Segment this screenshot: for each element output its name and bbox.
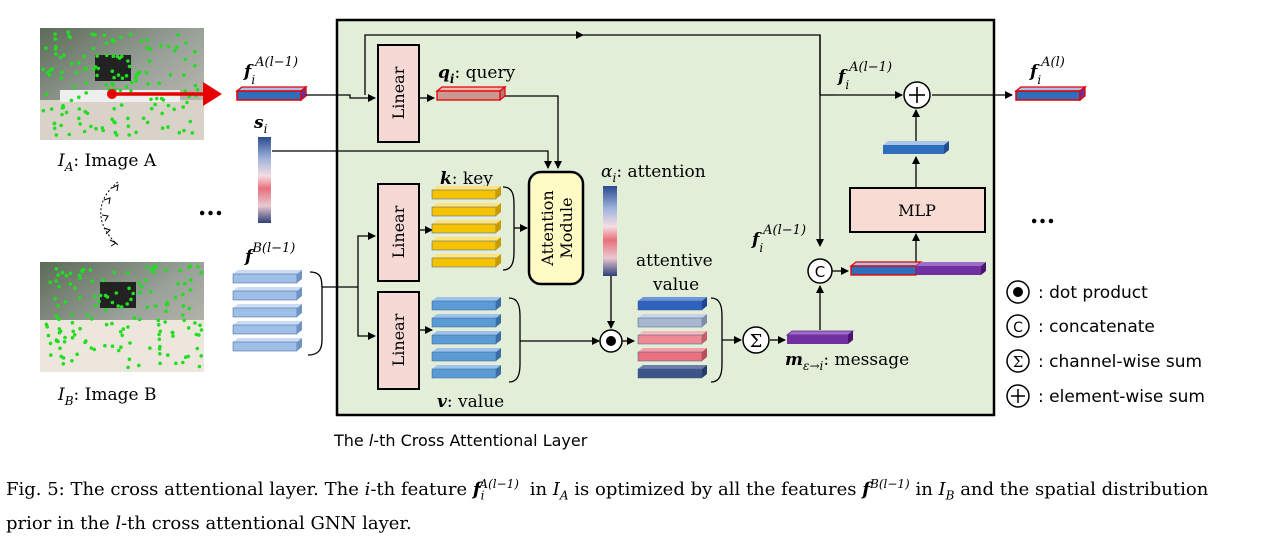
value-bar <box>431 297 501 311</box>
key-stack <box>431 186 501 268</box>
image-a-label: IA: Image A <box>57 151 157 174</box>
linear-v-block <box>377 291 420 390</box>
attention-label: αi: attention <box>601 162 706 185</box>
attention-module-line2: Module <box>557 197 576 258</box>
f-a-input-label: fiA(l−1) <box>243 55 298 87</box>
concat-operator <box>807 258 833 284</box>
attentive-value-stack <box>637 297 707 379</box>
key-bar <box>431 237 501 251</box>
key-bar <box>431 203 501 217</box>
ellipsis-right: ... <box>1030 200 1055 229</box>
figure-caption: Fig. 5: The cross attentional layer. The… <box>6 477 1215 534</box>
image-b-label: IB: Image B <box>57 385 157 408</box>
attentive-brace <box>710 297 723 383</box>
attentive-value-bar <box>637 331 707 345</box>
value-bar <box>431 348 501 362</box>
connection-lines <box>272 31 1013 345</box>
f-b-input-label: fB(l−1) <box>244 241 295 267</box>
f-b-bar <box>232 304 302 318</box>
legend-plus-text: : element-wise sum <box>1038 387 1205 407</box>
f-b-bar <box>232 287 302 301</box>
s-i-distribution <box>258 137 271 223</box>
key-bar <box>431 220 501 234</box>
key-brace <box>502 186 515 271</box>
value-bar <box>431 331 501 345</box>
value-brace <box>508 297 521 383</box>
f-a-output-label: fiA(l) <box>1029 55 1065 87</box>
mlp-label: MLP <box>898 201 936 220</box>
attention-module-line1: Attention <box>538 190 557 266</box>
svg-text:C: C <box>1013 320 1023 336</box>
key-bar <box>431 186 501 200</box>
diagram-canvas: IA: Image A IB: Image B fiA(l−1) si ... … <box>40 18 1205 450</box>
value-bar <box>431 365 501 379</box>
svg-text:Σ: Σ <box>1013 353 1024 371</box>
layer-title: The l-th Cross Attentional Layer <box>333 431 588 450</box>
mlp-block <box>849 187 986 233</box>
attention-module <box>527 170 585 286</box>
attentive-value-bar <box>637 348 707 362</box>
ellipsis-left: ... <box>198 192 223 221</box>
key-bar <box>431 254 501 268</box>
f-b-bar <box>232 270 302 284</box>
message-vector <box>785 330 855 344</box>
concat-vector <box>849 261 986 276</box>
image-b <box>40 262 204 372</box>
linear-v-label: Linear <box>389 313 408 366</box>
attentive-value-bar <box>637 297 707 311</box>
correspondence-arc <box>100 181 119 246</box>
attention-distribution <box>603 186 617 276</box>
linear-k-label: Linear <box>389 205 408 258</box>
svg-text:C: C <box>815 263 825 281</box>
selected-keypoint <box>107 89 117 99</box>
linear-k-block <box>377 183 420 282</box>
legend-concat-text: : concatenate <box>1038 317 1155 337</box>
image-a <box>40 28 204 140</box>
f-a-output-vector <box>1014 85 1087 102</box>
legend: : dot product C : concatenate Σ : channe… <box>1006 280 1205 408</box>
linear-q-label: Linear <box>389 66 408 119</box>
f-b-feature-stack <box>232 270 302 352</box>
red-arrow-head <box>203 82 222 106</box>
svg-text:Σ: Σ <box>750 331 763 352</box>
f-b-bar <box>232 321 302 335</box>
sum-operator <box>742 326 770 354</box>
f-a-input-vector <box>235 85 308 102</box>
linear-q-block <box>377 44 420 143</box>
attentive-value-bar <box>637 365 707 379</box>
message-label: mε→i: message <box>785 350 909 373</box>
mlp-output-vector <box>883 141 949 154</box>
query-vector <box>435 85 507 102</box>
key-label: k: key <box>440 169 493 189</box>
query-label: qi: query <box>438 63 516 86</box>
s-i-label: si <box>253 113 268 136</box>
attentive-label-line1: attentive <box>636 251 713 271</box>
legend-dot-text: : dot product <box>1038 283 1148 303</box>
value-stack <box>431 297 501 379</box>
correspondence-ticks <box>101 184 119 247</box>
attentive-value-bar <box>637 314 707 328</box>
legend-sum-text: : channel-wise sum <box>1038 352 1202 372</box>
f-b-bar <box>232 338 302 352</box>
value-label: v: value <box>437 392 504 412</box>
f-b-brace <box>307 271 323 356</box>
attentive-label-line2: value <box>652 275 699 295</box>
value-bar <box>431 314 501 328</box>
